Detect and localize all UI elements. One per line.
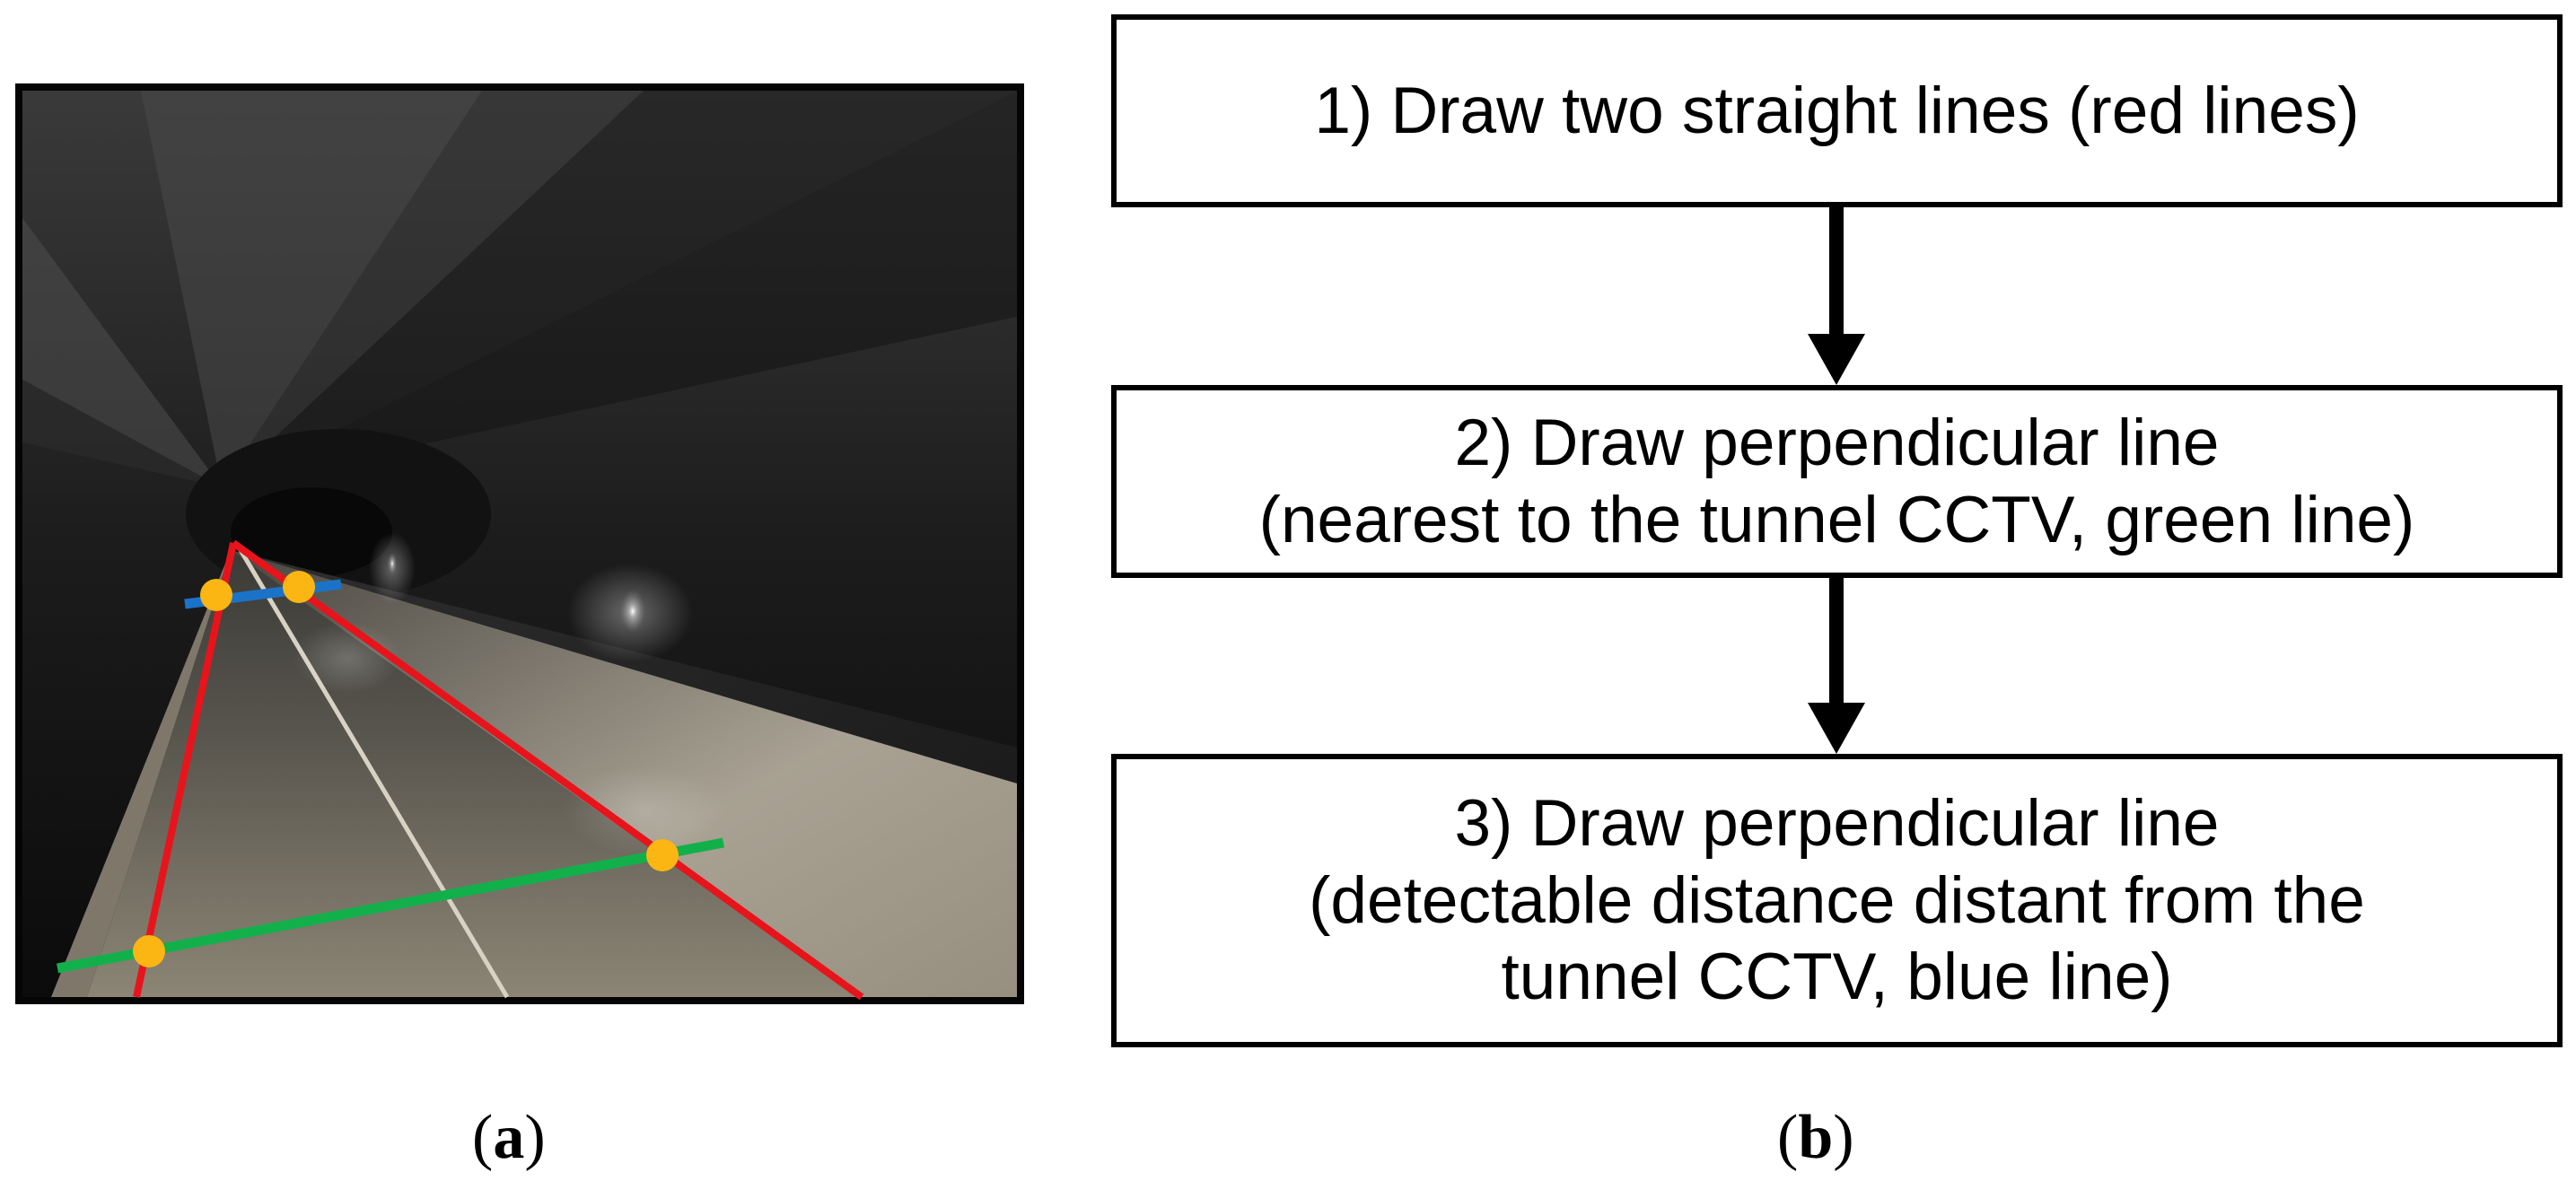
tunnel-lamp — [620, 590, 645, 633]
tunnel-cctv-image — [15, 83, 1024, 1004]
lane-line — [235, 544, 510, 999]
step-1-text: 1) Draw two straight lines (red lines) — [1314, 74, 2360, 147]
caption-a: (a) — [472, 1103, 546, 1172]
ceiling-light-rays — [22, 91, 1017, 487]
step-2-box: 2) Draw perpendicular line (nearest to t… — [1111, 385, 2563, 578]
caption-b: (b) — [1777, 1103, 1854, 1172]
step-3-detail-line-2: tunnel CCTV, blue line) — [1501, 941, 2173, 1014]
step-3-detail-line-1: (detectable distance distant from the — [1309, 863, 2365, 937]
road-surface — [87, 550, 859, 997]
arrow-2-to-3 — [1808, 578, 1865, 754]
intersection-marker — [646, 839, 679, 871]
tunnel-vanishing-area — [231, 487, 392, 577]
intersection-marker — [133, 935, 165, 967]
tunnel-lamp — [388, 553, 397, 574]
step-3-box: 3) Draw perpendicular line (detectable d… — [1111, 754, 2563, 1047]
intersection-marker — [283, 571, 315, 603]
step-2-title: 2) Draw perpendicular line — [1454, 407, 2220, 480]
left-shoulder — [51, 550, 231, 997]
step-3-title: 3) Draw perpendicular line — [1454, 787, 2220, 861]
road-reflection — [294, 622, 401, 694]
road-reflection — [563, 766, 724, 855]
red-line-left — [133, 542, 237, 998]
step-2-detail: (nearest to the tunnel CCTV, green line) — [1258, 483, 2415, 556]
arrow-1-to-2 — [1808, 207, 1865, 385]
step-1-box: 1) Draw two straight lines (red lines) — [1111, 14, 2563, 207]
green-line — [56, 837, 725, 974]
red-line-right — [231, 539, 864, 1001]
intersection-marker — [200, 579, 232, 611]
